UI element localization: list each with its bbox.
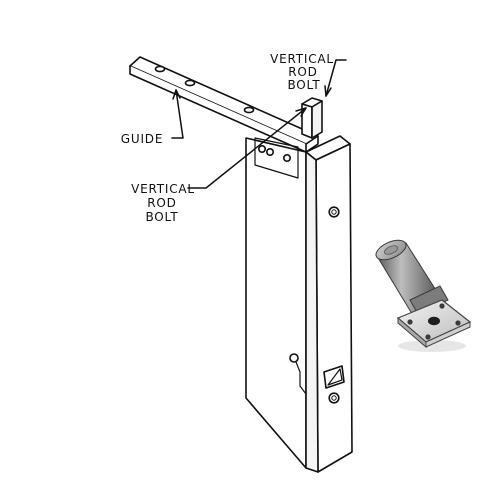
top-callout-line-3: BOLT [287, 78, 320, 92]
bolt-body-flange [245, 137, 307, 469]
flange-hole-2 [265, 148, 274, 157]
top-callout-leader [325, 59, 347, 97]
flange-hole-3 [282, 154, 291, 163]
bolt-assembly-drawing [129, 56, 353, 473]
guide-callout-label: GUIDE [121, 132, 163, 146]
flange-hole-1 [257, 145, 266, 154]
mid-callout-leader [187, 107, 307, 189]
plate-screw-hole-3 [455, 320, 461, 326]
top-callout-line-1: VERTICAL [270, 52, 334, 66]
plate-screw-hole-2 [439, 303, 445, 309]
mid-callout-line-2: ROD [147, 196, 176, 210]
guide-hole-1 [154, 65, 166, 73]
bolt-face-plate [305, 135, 353, 473]
guide-bar [129, 56, 319, 153]
mid-callout-label: VERTICAL ROD BOLT [131, 182, 195, 224]
rod-bolt-photo [375, 239, 472, 352]
plate-screw-hole-4 [425, 334, 431, 340]
flange-lower-hole [289, 353, 299, 363]
callout-leaders [171, 59, 347, 189]
face-screw-hole-top [328, 206, 340, 218]
mid-callout-line-3: BOLT [145, 210, 178, 224]
top-callout-label: VERTICAL ROD BOLT [270, 52, 334, 92]
vertical-rod-bolt-part [301, 97, 323, 139]
mid-callout-line-1: VERTICAL [131, 182, 195, 196]
guide-hole-2 [184, 79, 196, 87]
guide-callout-text: GUIDE [121, 132, 163, 146]
guide-hole-3 [243, 106, 255, 114]
guide-callout-leader [171, 89, 184, 139]
top-callout-line-2: ROD [288, 65, 317, 79]
face-screw-hole-bottom [328, 392, 340, 404]
plate-center-hole [428, 316, 440, 326]
plate-screw-hole-1 [407, 319, 413, 325]
